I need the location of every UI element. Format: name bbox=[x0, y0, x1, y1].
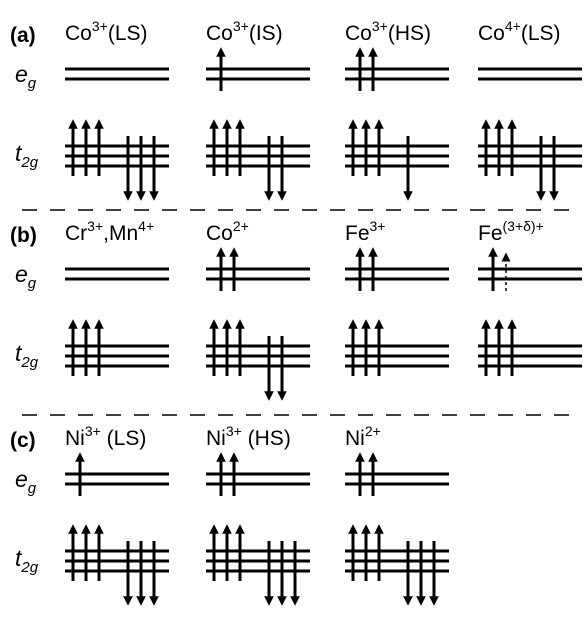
panel-label: (b) bbox=[10, 224, 37, 247]
ion-column: Co2+ bbox=[206, 218, 310, 401]
ion-column: Fe3+ bbox=[345, 218, 449, 376]
t2g-orbital-label: t2g bbox=[15, 340, 39, 371]
ion-column: Co3+(LS) bbox=[65, 18, 169, 201]
ion-column: Co4+(LS) bbox=[478, 18, 582, 201]
panel-label: (c) bbox=[10, 429, 36, 452]
ion-label: Co2+ bbox=[206, 218, 249, 245]
ion-column: Cr3+,Mn4+ bbox=[65, 218, 169, 376]
ion-label: Co3+(IS) bbox=[206, 18, 283, 45]
ion-label: Ni3+ (LS) bbox=[65, 423, 146, 450]
panel-c: (c) eg t2g Ni3+ (LS) Ni3+ (HS) Ni2+ bbox=[10, 423, 449, 606]
eg-orbital-label: eg bbox=[15, 466, 37, 497]
eg-orbital-label: eg bbox=[15, 61, 37, 92]
ion-column: Co3+(IS) bbox=[206, 18, 310, 201]
ion-label: Co3+(LS) bbox=[65, 18, 148, 45]
ion-column: Ni3+ (HS) bbox=[206, 423, 310, 606]
ion-column: Fe(3+δ)+ bbox=[478, 218, 582, 376]
ion-column: Ni2+ bbox=[345, 423, 449, 606]
eg-orbital-label: eg bbox=[15, 261, 37, 292]
ion-label: Ni3+ (HS) bbox=[206, 423, 291, 450]
t2g-orbital-label: t2g bbox=[15, 545, 39, 576]
panel-label: (a) bbox=[10, 24, 36, 47]
ion-column: Co3+(HS) bbox=[345, 18, 449, 201]
ion-column: Ni3+ (LS) bbox=[65, 423, 169, 606]
ion-label: Ni2+ bbox=[345, 423, 381, 450]
t2g-orbital-label: t2g bbox=[15, 140, 39, 171]
panel-a: (a) eg t2g Co3+(LS) Co3+(IS) Co3+(HS) Co4+(LS) bbox=[10, 18, 582, 201]
ion-label: Co3+(HS) bbox=[345, 18, 431, 45]
ion-label: Fe(3+δ)+ bbox=[478, 218, 544, 245]
ion-label: Cr3+,Mn4+ bbox=[65, 218, 154, 245]
ion-label: Co4+(LS) bbox=[478, 18, 561, 45]
panel-b: (b) eg t2g Cr3+,Mn4+ Co2+ Fe3+ Fe(3+δ)+ bbox=[10, 218, 582, 401]
ion-label: Fe3+ bbox=[345, 218, 385, 245]
